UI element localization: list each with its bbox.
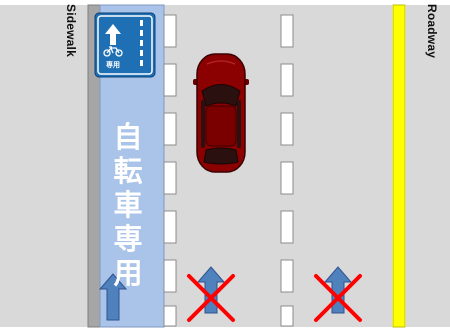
lane-char: 専 [113, 222, 143, 256]
sidewalk-label: Sidewalk [64, 4, 78, 57]
cross-mark-2 [314, 274, 362, 322]
roadway-area [406, 5, 450, 327]
sign-dash-marks [140, 20, 143, 66]
roadway-label: Roadway [425, 4, 439, 59]
lane-char: 用 [113, 256, 143, 290]
sidewalk-area [0, 5, 88, 327]
bicycle-lane-sign: 専用 [94, 12, 156, 78]
lane-char: 車 [113, 188, 143, 222]
bike-lane-marking-text: 自 転 車 専 用 [104, 120, 152, 290]
lane-char: 転 [113, 154, 143, 188]
lane-char: 自 [113, 120, 143, 154]
lane-dashes-middle [280, 14, 294, 327]
car-top-view [193, 53, 249, 173]
bicycle-icon [103, 46, 123, 57]
lane-dashes-left [163, 14, 177, 327]
yellow-center-line [392, 4, 406, 328]
cross-mark-1 [187, 274, 235, 322]
sign-arrow-icon [105, 24, 121, 45]
sign-text: 専用 [106, 60, 120, 69]
